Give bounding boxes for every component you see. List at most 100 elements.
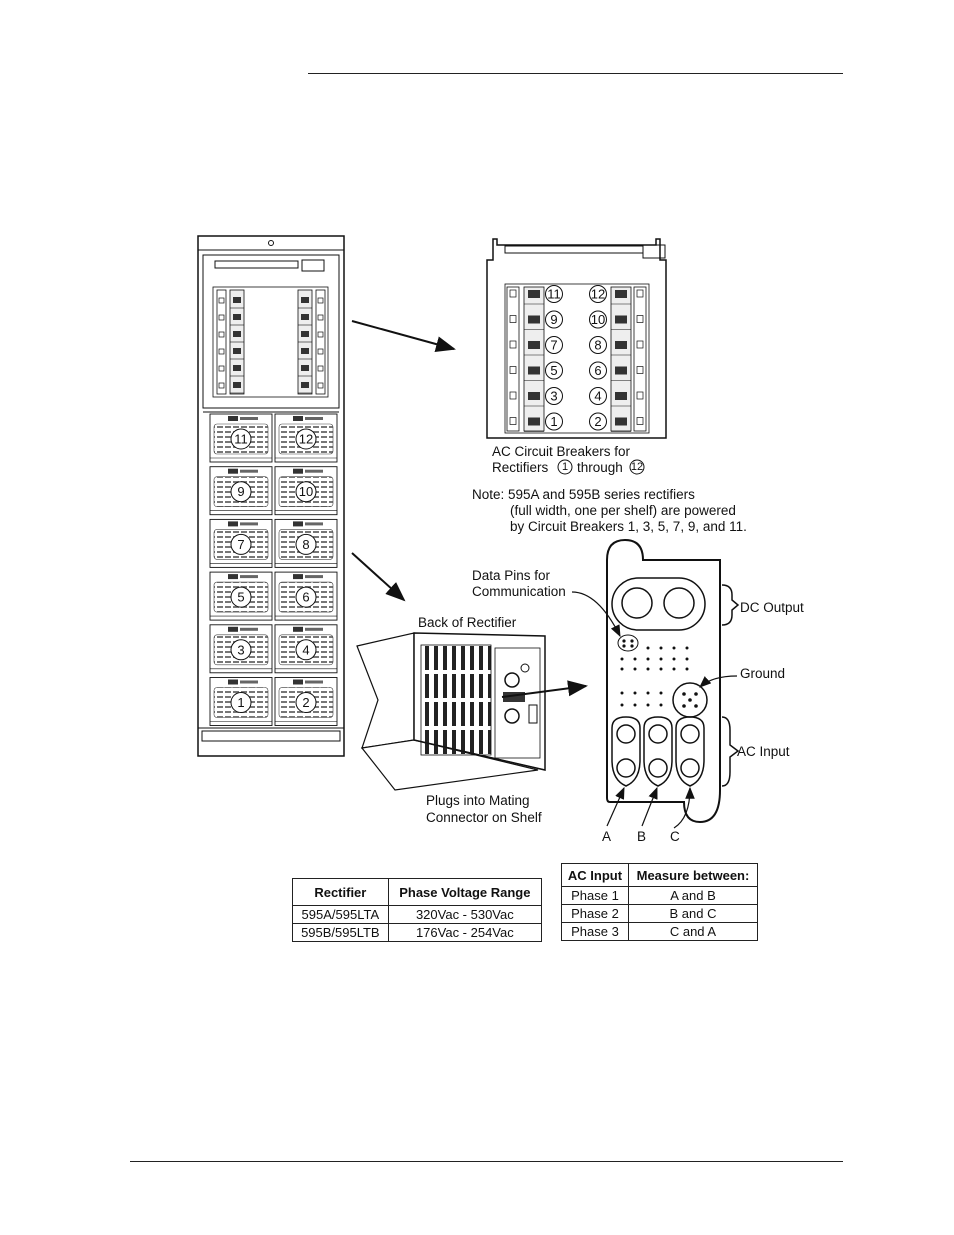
breaker-4-marker: 4 bbox=[589, 387, 607, 405]
rectifier-back bbox=[356, 632, 546, 791]
cabinet-rectifier-number: 8 bbox=[302, 537, 309, 552]
table-cell: 320Vac - 530Vac bbox=[387, 905, 543, 924]
cabinet-rectifier-1: 1 bbox=[209, 677, 273, 726]
breaker-number: 11 bbox=[547, 287, 561, 302]
dc-output-label: DC Output bbox=[740, 600, 804, 615]
breaker-12-marker: 12 bbox=[589, 285, 607, 303]
breaker-7-marker: 7 bbox=[545, 336, 563, 354]
measure-between-table: AC Input Measure between: Phase 1 A and … bbox=[561, 863, 759, 941]
table-row: 595A/595LTA 320Vac - 530Vac bbox=[292, 905, 543, 924]
note-line-1: Note: 595A and 595B series rectifiers bbox=[472, 487, 695, 502]
breaker-2-marker: 2 bbox=[589, 412, 607, 431]
breaker-6-marker: 6 bbox=[589, 361, 607, 380]
cabinet-rectifier-9: 9 bbox=[209, 466, 273, 516]
ac-breakers-label-line1: AC Circuit Breakers for bbox=[492, 444, 631, 459]
table-cell: 595B/595LTB bbox=[292, 923, 389, 942]
table-cell: 595A/595LTA bbox=[292, 905, 389, 924]
breaker-number: 3 bbox=[550, 389, 557, 404]
cabinet-rectifier-number: 6 bbox=[302, 590, 309, 605]
plugs-label-line1: Plugs into Mating bbox=[426, 793, 530, 808]
table-row: Phase 3 C and A bbox=[561, 922, 759, 941]
bottom-rule bbox=[130, 1161, 843, 1162]
cabinet-rectifier-number: 12 bbox=[299, 432, 313, 447]
cabinet-rectifier-12: 12 bbox=[274, 413, 338, 463]
top-rule bbox=[308, 73, 843, 74]
phase-a-label: A bbox=[602, 829, 611, 844]
table-row: Phase 1 A and B bbox=[561, 886, 759, 905]
cabinet-rectifier-5: 5 bbox=[209, 571, 273, 621]
ac-input-terminals bbox=[611, 716, 705, 787]
ac-input-brace bbox=[721, 716, 740, 787]
breaker-number: 2 bbox=[594, 414, 601, 429]
cabinet-rectifier-8: 8 bbox=[274, 518, 338, 568]
back-of-rectifier-label: Back of Rectifier bbox=[418, 615, 517, 630]
cabinet-rectifier-number: 2 bbox=[302, 695, 309, 710]
connector-face bbox=[606, 538, 721, 824]
table-row: Phase 2 B and C bbox=[561, 904, 759, 923]
data-pins bbox=[617, 634, 639, 652]
cabinet-rectifier-number: 5 bbox=[237, 590, 244, 605]
breaker-1-marker: 1 bbox=[545, 412, 563, 431]
breaker-number: 6 bbox=[594, 363, 601, 378]
breaker-number: 5 bbox=[550, 363, 557, 378]
cabinet-rectifier-number: 3 bbox=[237, 642, 244, 657]
table-cell: Phase 1 bbox=[561, 886, 629, 905]
col-header-ac-input: AC Input bbox=[561, 863, 629, 887]
ac-breakers-label-line2: Rectifiers 1 through 12 bbox=[492, 459, 645, 475]
svg-text:Rectifiers: Rectifiers bbox=[492, 460, 549, 475]
breaker-8-marker: 8 bbox=[589, 336, 607, 354]
svg-text:1: 1 bbox=[562, 461, 568, 473]
table-cell: Phase 3 bbox=[561, 922, 629, 941]
data-pins-leader bbox=[571, 591, 621, 638]
data-pins-label-line2: Communication bbox=[472, 584, 566, 599]
cabinet-rectifier-number: 7 bbox=[237, 537, 244, 552]
table-header-row: Rectifier Phase Voltage Range bbox=[292, 878, 543, 906]
breaker-number: 9 bbox=[550, 312, 557, 327]
breaker-number: 1 bbox=[550, 414, 557, 429]
table-cell: Phase 2 bbox=[561, 904, 629, 923]
table-cell: C and A bbox=[627, 922, 759, 941]
breaker-5-marker: 5 bbox=[545, 361, 563, 380]
circled-number-12 bbox=[629, 459, 645, 475]
table-header-row: AC Input Measure between: bbox=[561, 863, 759, 887]
breaker-number: 4 bbox=[594, 389, 601, 404]
breaker-number: 7 bbox=[550, 338, 557, 353]
breaker-3-marker: 3 bbox=[545, 387, 563, 405]
table-cell: B and C bbox=[627, 904, 759, 923]
svg-text:through: through bbox=[577, 460, 623, 475]
cabinet-rectifier-7: 7 bbox=[209, 518, 273, 568]
col-header-rectifier: Rectifier bbox=[292, 878, 389, 906]
cabinet-rectifier-4: 4 bbox=[274, 624, 338, 674]
breaker-number: 10 bbox=[591, 312, 605, 327]
cabinet-rectifier-3: 3 bbox=[209, 624, 273, 674]
breaker-11-marker: 11 bbox=[545, 285, 563, 303]
plugs-label-line2: Connector on Shelf bbox=[426, 810, 542, 825]
arrow-to-breaker-panel bbox=[351, 320, 456, 352]
note-line-2: (full width, one per shelf) are powered bbox=[510, 503, 736, 518]
cabinet-rectifier-11: 11 bbox=[209, 413, 273, 463]
cabinet-rectifier-number: 1 bbox=[237, 695, 244, 710]
cabinet-rectifier-number: 10 bbox=[299, 484, 313, 499]
ac-input-label: AC Input bbox=[737, 744, 790, 759]
breaker-10-marker: 10 bbox=[589, 310, 607, 329]
data-pins-label-line1: Data Pins for bbox=[472, 568, 551, 583]
phase-c-label: C bbox=[670, 829, 680, 844]
cabinet-rectifier-10: 10 bbox=[274, 466, 338, 516]
dc-output-brace bbox=[721, 584, 740, 626]
cabinet-rectifier-6: 6 bbox=[274, 571, 338, 621]
breaker-number: 8 bbox=[594, 338, 601, 353]
voltage-range-table: Rectifier Phase Voltage Range 595A/595LT… bbox=[292, 878, 543, 942]
table-cell: A and B bbox=[627, 886, 759, 905]
phase-leaders bbox=[606, 786, 695, 829]
ground-leader bbox=[699, 675, 738, 688]
dc-output-terminals bbox=[611, 577, 706, 631]
table-row: 595B/595LTB 176Vac - 254Vac bbox=[292, 923, 543, 942]
arrow-to-rectifier-back bbox=[351, 552, 406, 602]
ground-label: Ground bbox=[740, 666, 785, 681]
phase-b-label: B bbox=[637, 829, 646, 844]
col-header-phase-voltage: Phase Voltage Range bbox=[387, 878, 543, 906]
col-header-measure-between: Measure between: bbox=[627, 863, 759, 887]
